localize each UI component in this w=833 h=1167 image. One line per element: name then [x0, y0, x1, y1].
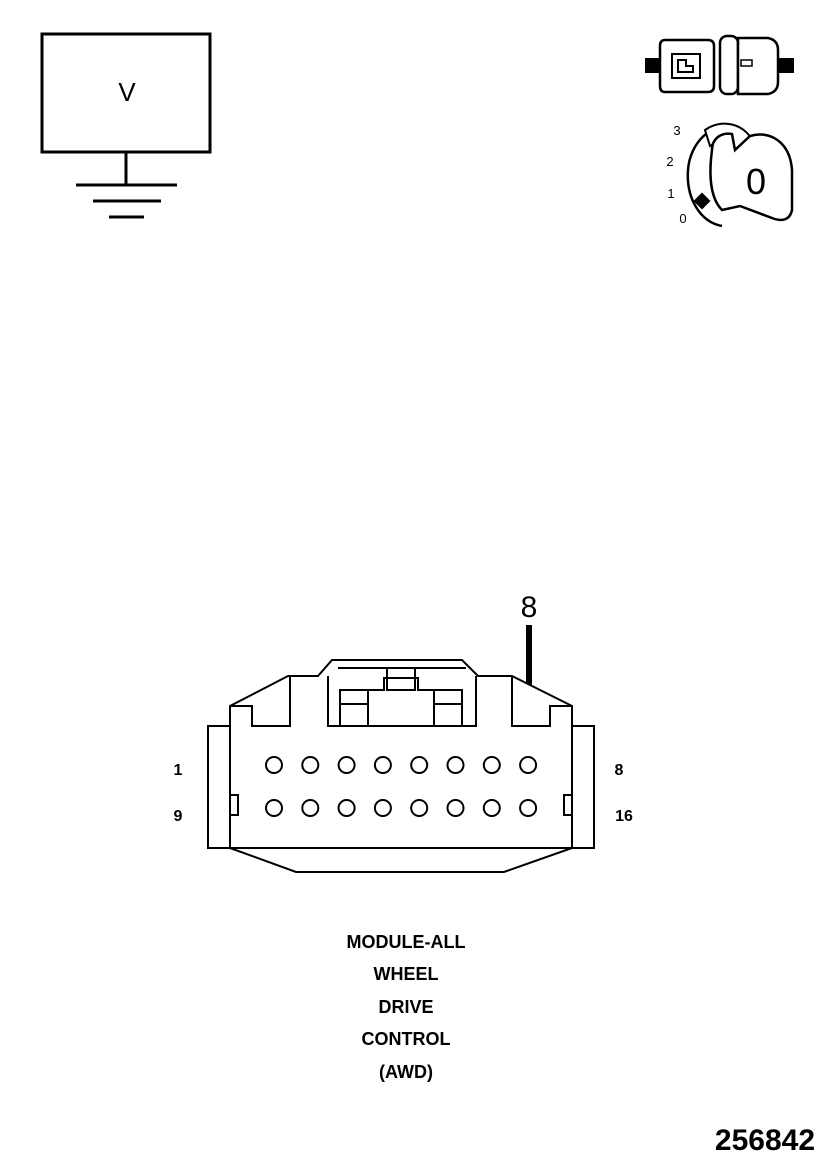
- figure-number: 256842: [715, 1124, 815, 1157]
- pin-cavity-12: [373, 799, 392, 817]
- housing-left-step: [230, 676, 291, 727]
- caption-line-3: DRIVE: [378, 997, 433, 1017]
- pin-row-bottom: [265, 799, 538, 817]
- pin-cavity-3: [337, 756, 356, 774]
- pin-cavity-2: [301, 756, 320, 774]
- latch-left-block: [339, 689, 369, 727]
- ignition-position-2: 2: [666, 154, 673, 169]
- pin-label-8: 8: [615, 762, 624, 779]
- right-key-slot: [563, 794, 573, 816]
- pin-cavity-6: [446, 756, 465, 774]
- pin-cavity-4: [373, 756, 392, 774]
- caption-line-2: WHEEL: [374, 964, 439, 984]
- pin-cavity-9: [265, 799, 283, 817]
- left-key-slot: [229, 794, 239, 816]
- latch-tab: [386, 667, 416, 691]
- ignition-position-3: 3: [673, 123, 680, 138]
- pin-cavity-13: [410, 799, 429, 817]
- ignition-position-1: 1: [667, 186, 674, 201]
- latch-frame: [327, 676, 477, 727]
- pin-label-16: 16: [615, 808, 633, 825]
- pin-cavity-11: [337, 799, 356, 817]
- latch-right-block: [433, 689, 463, 727]
- connector-face: [207, 659, 595, 873]
- voltmeter-symbol: V: [40, 32, 212, 219]
- voltmeter-label: V: [118, 77, 136, 107]
- ignition-position-marker: [693, 192, 711, 210]
- ground-icon: [76, 183, 177, 219]
- ignition-key-head: [709, 132, 794, 222]
- ignition-key-label: 0: [746, 161, 766, 202]
- housing-right-step: [511, 676, 572, 727]
- pin-cavity-16: [519, 799, 538, 817]
- ignition-switch-icon: 3 2 1 0 0: [666, 122, 794, 228]
- housing-bottom-skirt: [229, 847, 573, 873]
- connector-caption: MODULE-ALL WHEEL DRIVE CONTROL (AWD): [347, 932, 466, 1082]
- pin-row-top: [265, 756, 538, 774]
- pin-cavity-14: [446, 799, 465, 817]
- pin-label-1: 1: [174, 762, 183, 779]
- voltmeter-box: [40, 32, 212, 154]
- pin-cavity-7: [482, 756, 501, 774]
- caption-line-5: (AWD): [379, 1062, 433, 1082]
- caption-line-4: CONTROL: [362, 1029, 451, 1049]
- latch-center: [368, 677, 434, 691]
- ignition-position-0: 0: [679, 211, 686, 226]
- pin-label-9: 9: [174, 808, 183, 825]
- caption-line-1: MODULE-ALL: [347, 932, 466, 952]
- connector-disconnected-icon: [645, 34, 794, 96]
- pin-cavity-1: [265, 756, 283, 774]
- pin-cavity-8: [519, 756, 538, 774]
- pin-callout-number: 8: [521, 591, 538, 624]
- connector-housing: [207, 659, 595, 849]
- pin-cavity-10: [301, 799, 320, 817]
- pin-cavity-15: [482, 799, 501, 817]
- pin-cavity-5: [410, 756, 429, 774]
